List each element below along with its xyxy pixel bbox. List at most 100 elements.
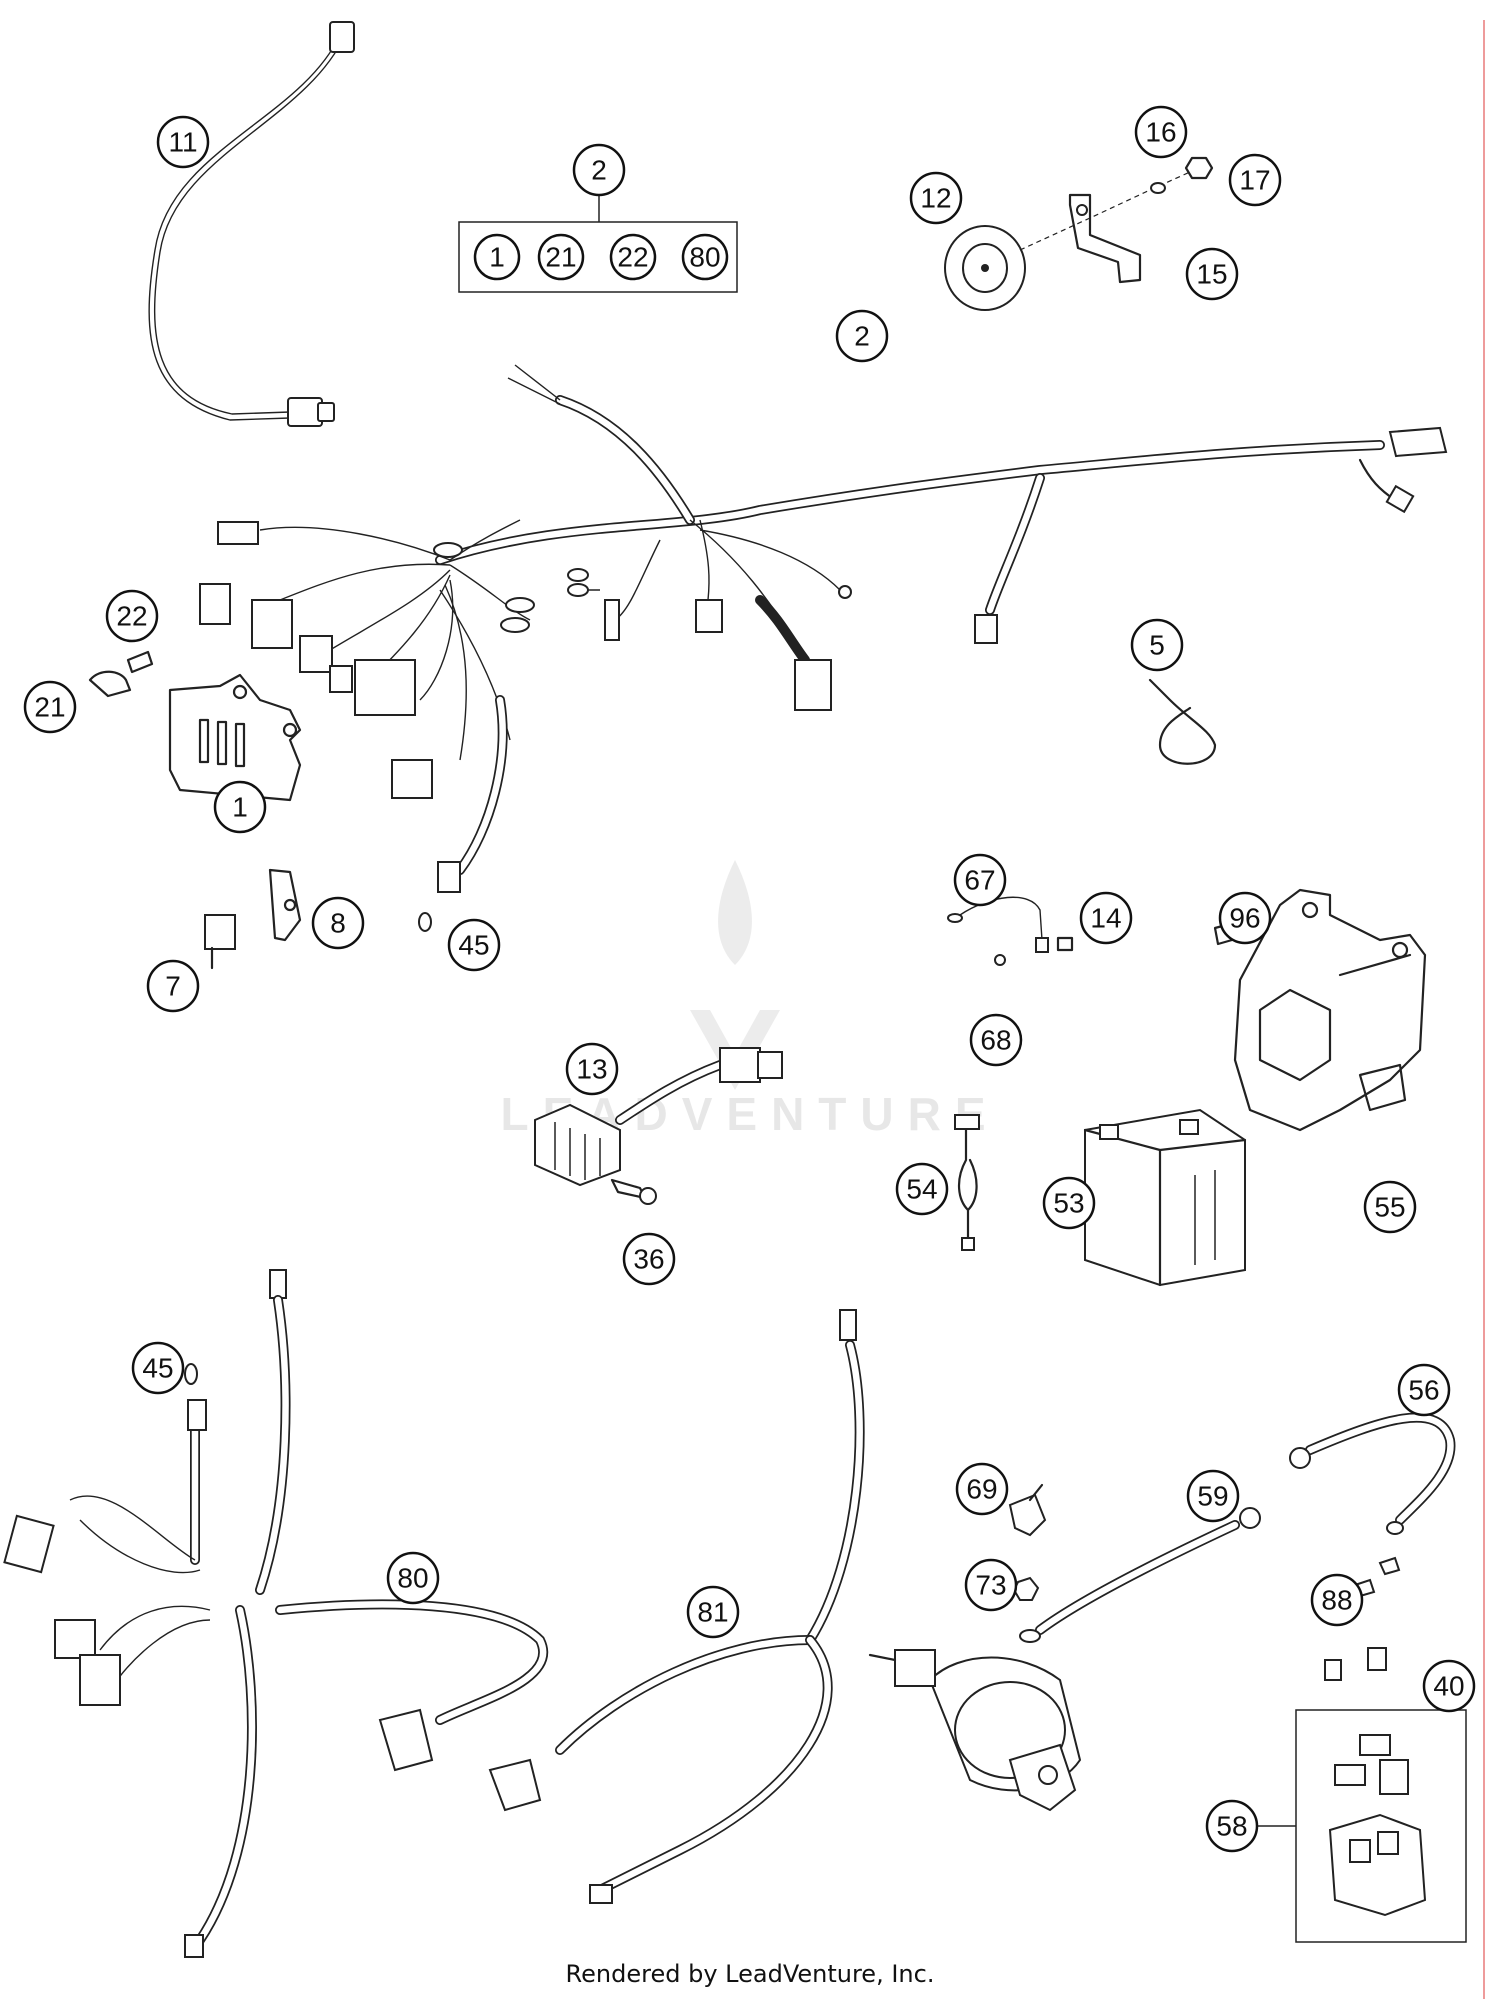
- group-box-item-21: 21: [537, 233, 585, 281]
- callout-label: 96: [1229, 903, 1260, 934]
- callout-56: 56: [1397, 1363, 1451, 1417]
- callout-label: 81: [697, 1597, 728, 1628]
- callout-5: 5: [1130, 618, 1184, 672]
- harness-81-drawing: [488, 1309, 865, 1904]
- callout-label: 69: [966, 1474, 997, 1505]
- callout-label: 16: [1145, 117, 1176, 148]
- callout-68: 68: [969, 1013, 1023, 1067]
- cable-11-drawing: [148, 21, 355, 427]
- callout-69: 69: [955, 1462, 1009, 1516]
- group-box-item-22: 22: [609, 233, 657, 281]
- starter-relay-58-drawing: [1256, 1709, 1467, 1943]
- cable-tie-5-drawing: [1148, 678, 1217, 765]
- callout-73: 73: [964, 1558, 1018, 1612]
- callout-13: 13: [565, 1042, 619, 1096]
- callout-15: 15: [1185, 247, 1239, 301]
- callout-2-harness: 2: [835, 309, 889, 363]
- bulb-45-top-drawing: [418, 912, 432, 932]
- callout-81: 81: [686, 1585, 740, 1639]
- callout-11: 11: [156, 115, 210, 169]
- callout-7: 7: [146, 959, 200, 1013]
- callout-label: 1: [232, 792, 248, 823]
- cable-56-drawing: [1289, 1412, 1456, 1535]
- fuse-54-drawing: [954, 1114, 980, 1251]
- callout-22: 22: [105, 589, 159, 643]
- callout-label: 68: [980, 1025, 1011, 1056]
- callout-55: 55: [1363, 1180, 1417, 1234]
- callout-label: 8: [330, 908, 346, 939]
- callout-label: 56: [1408, 1375, 1439, 1406]
- callout-label: 45: [142, 1353, 173, 1384]
- callout-54: 54: [895, 1162, 949, 1216]
- callout-label: 73: [975, 1570, 1006, 1601]
- callout-96: 96: [1218, 891, 1272, 945]
- group-box-item-80: 80: [681, 233, 729, 281]
- callout-label: 45: [458, 930, 489, 961]
- callout-8: 8: [311, 896, 365, 950]
- callout-label: 58: [1216, 1811, 1247, 1842]
- cable-59-drawing: [1019, 1507, 1261, 1643]
- callout-53: 53: [1042, 1176, 1096, 1230]
- group-box-item-label: 80: [689, 242, 720, 273]
- cap-69-drawing: [1008, 1483, 1047, 1537]
- callout-67: 67: [953, 853, 1007, 907]
- group-box-item-label: 1: [489, 242, 505, 273]
- callout-label: 59: [1197, 1481, 1228, 1512]
- callout-label: 80: [397, 1563, 428, 1594]
- group-box-item-label: 22: [617, 242, 648, 273]
- group-box-item-1: 1: [473, 233, 521, 281]
- callout-12: 12: [909, 171, 963, 225]
- fuses-40-drawing: [1324, 1647, 1387, 1681]
- callout-label: 13: [576, 1054, 607, 1085]
- regulator-13-drawing: [534, 1047, 783, 1205]
- callout-label: 7: [165, 971, 181, 1002]
- callout-label: 40: [1433, 1671, 1464, 1702]
- ground-cable-67-drawing: [947, 896, 1074, 966]
- starter-motor-drawing: [868, 1649, 1082, 1812]
- harness-80-drawing: [3, 1269, 548, 1958]
- callout-label: 53: [1053, 1188, 1084, 1219]
- callout-59: 59: [1186, 1469, 1240, 1523]
- relay-7-drawing: [204, 914, 236, 970]
- callout-label: 67: [964, 865, 995, 896]
- callout-45-bottom: 45: [131, 1341, 185, 1395]
- callout-80: 80: [386, 1551, 440, 1605]
- callout-label: 11: [168, 127, 197, 158]
- plate-8-drawing: [268, 868, 302, 942]
- watermark-logo: LEADVENTURE: [500, 860, 986, 1140]
- screws-88-drawing: [1353, 1556, 1401, 1598]
- callout-16: 16: [1134, 105, 1188, 159]
- callout-label: 36: [633, 1244, 664, 1275]
- callout-label: 54: [906, 1174, 937, 1205]
- callout-label: 21: [34, 692, 65, 723]
- callout-label: 17: [1239, 165, 1270, 196]
- callout-14: 14: [1079, 891, 1133, 945]
- callout-label: 55: [1374, 1192, 1405, 1223]
- callout-label: 12: [920, 183, 951, 214]
- callout-label: 2: [854, 321, 870, 352]
- callout-88: 88: [1310, 1573, 1364, 1627]
- callout-45-top: 45: [447, 918, 501, 972]
- callout-40: 40: [1422, 1659, 1476, 1713]
- main-harness-drawing: [199, 364, 1448, 893]
- footer-credit: Rendered by LeadVenture, Inc.: [565, 1960, 935, 1988]
- horn-assembly-drawing: [944, 156, 1214, 311]
- bracket-1-drawing: [88, 650, 302, 802]
- callout-17: 17: [1228, 153, 1282, 207]
- callout-label: 14: [1090, 903, 1121, 934]
- callout-2-top: 2: [572, 143, 626, 197]
- callout-21: 21: [23, 680, 77, 734]
- callout-label: 22: [116, 601, 147, 632]
- callout-1: 1: [213, 780, 267, 834]
- nut-73-drawing: [1012, 1576, 1040, 1601]
- callout-58: 58: [1205, 1799, 1259, 1853]
- callout-36: 36: [622, 1232, 676, 1286]
- battery-53-drawing: [1083, 1108, 1247, 1287]
- callout-label: 2: [591, 155, 607, 186]
- callout-label: 5: [1149, 630, 1165, 661]
- callout-label: 15: [1196, 259, 1227, 290]
- callout-label: 88: [1321, 1585, 1352, 1616]
- group-box-item-label: 21: [545, 242, 576, 273]
